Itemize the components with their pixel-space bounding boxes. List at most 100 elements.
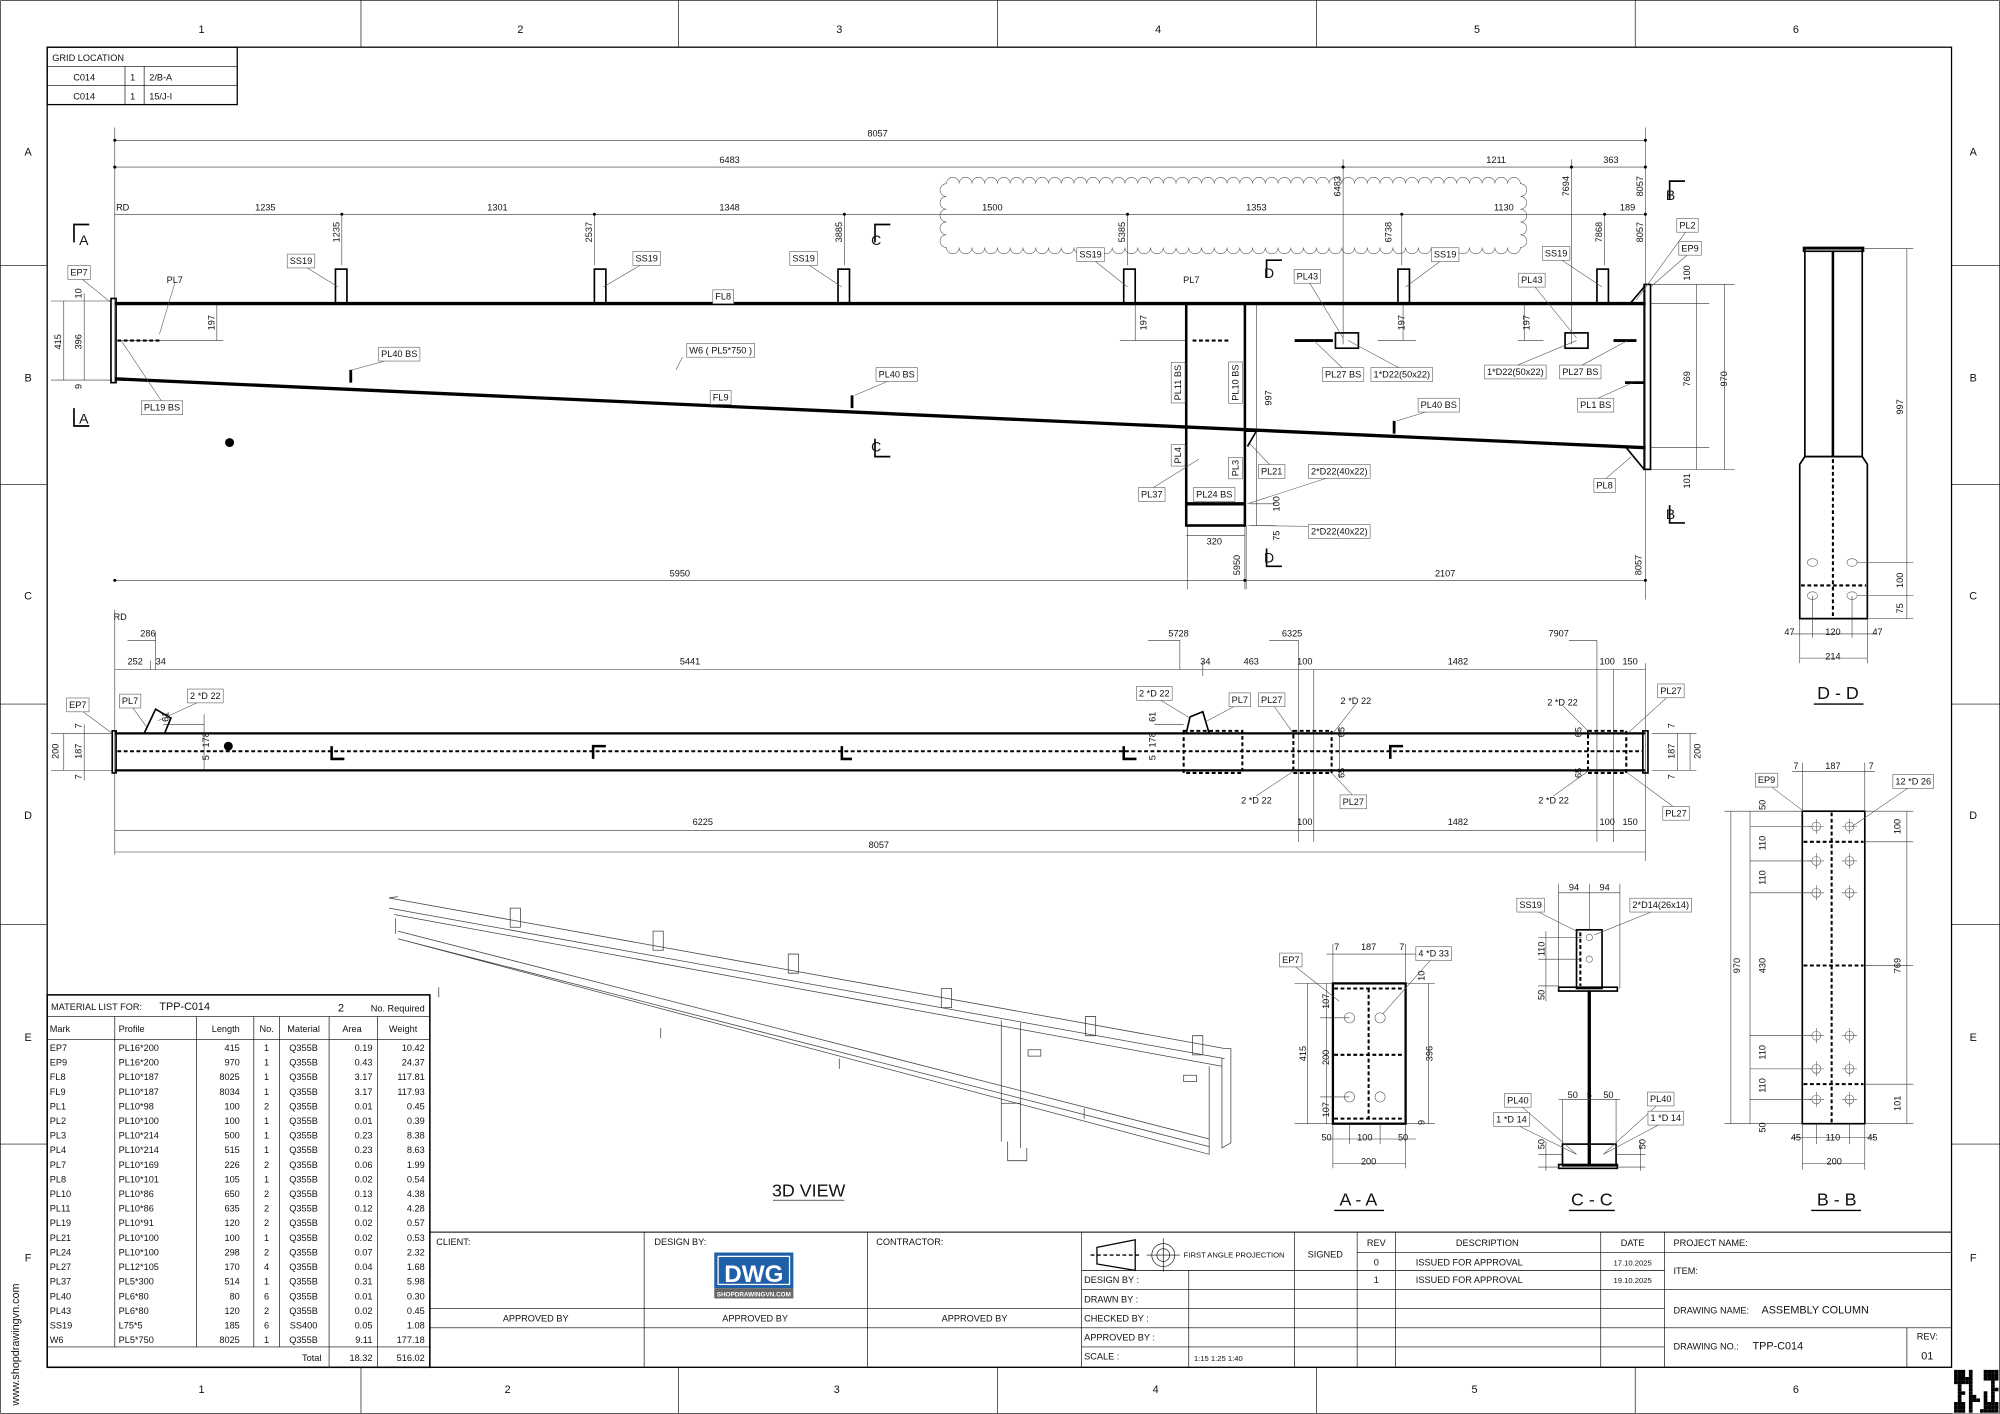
dim-text: 34: [1200, 657, 1210, 667]
material-cell: PL16*200: [119, 1043, 159, 1053]
grid-cell: 1: [130, 72, 135, 82]
row-label: B: [24, 372, 31, 384]
dim-text: 997: [1895, 399, 1905, 414]
callout-box: [686, 343, 755, 358]
material-cell: 185: [224, 1320, 239, 1330]
plan-view: RD 286 252 34 5441 34 463 100 1482 100 1…: [51, 609, 1702, 861]
dim-text: RD: [114, 612, 128, 622]
dim-text: 50: [1537, 990, 1547, 1000]
drawing-name-label: DRAWING NAME:: [1673, 1306, 1749, 1316]
material-cell: PL43: [50, 1306, 71, 1316]
callout-ss19: SS19: [635, 253, 657, 263]
revision-description: ISSUED FOR APPROVAL: [1416, 1257, 1523, 1267]
material-cell: 1: [264, 1145, 269, 1155]
dim-text: 150: [1622, 817, 1637, 827]
contractor-label: CONTRACTOR:: [876, 1237, 943, 1247]
section-marker-a: A: [79, 232, 89, 248]
material-cell: Q355B: [289, 1189, 318, 1199]
material-cell: PL10*214: [119, 1131, 159, 1141]
dim-text: 50: [1398, 1132, 1408, 1142]
dim-text: 1211: [1486, 155, 1506, 165]
material-cell: PL10*214: [119, 1145, 159, 1155]
material-cell: 5.98: [407, 1277, 425, 1287]
dim-text: 200: [1692, 744, 1702, 759]
material-cell: 1: [264, 1043, 269, 1053]
website-text[interactable]: www.shopdrawingvn.com: [10, 1283, 22, 1406]
col-label: 5: [1471, 1384, 1477, 1396]
dim-text: 187: [1825, 761, 1840, 771]
material-cell: PL10*91: [119, 1218, 154, 1228]
material-cell: SS19: [50, 1320, 72, 1330]
dim-text: 8057: [1635, 176, 1645, 196]
grid-location-title: GRID LOCATION: [52, 53, 124, 63]
dim-text: 1348: [719, 202, 739, 212]
material-cell: 635: [224, 1204, 239, 1214]
material-cell: L75*5: [119, 1320, 143, 1330]
dim-text: 110: [1757, 870, 1767, 885]
material-cell: FL8: [50, 1072, 66, 1082]
dim-text: 9: [74, 384, 84, 389]
material-cell: Q355B: [289, 1291, 318, 1301]
dim-text: 197: [1139, 315, 1149, 330]
material-cell: PL3: [50, 1131, 66, 1141]
dim-text: 8057: [1634, 555, 1644, 575]
col-label: 5: [1474, 24, 1480, 36]
col-label: 4: [1155, 24, 1161, 36]
dim-text: 50: [1537, 1139, 1547, 1149]
dim-text: 65: [1336, 727, 1346, 737]
item-label: ITEM:: [1673, 1266, 1697, 1276]
callout-box: [1138, 487, 1166, 502]
dim-text: 100: [1895, 573, 1905, 588]
callout-pl40bs: PL40 BS: [1421, 400, 1457, 410]
callout-box: [1542, 246, 1571, 261]
callout-box: [1170, 444, 1186, 467]
dim-text: 110: [1757, 836, 1767, 851]
material-cell: Q355B: [289, 1072, 318, 1082]
callout-box: [1493, 1112, 1530, 1127]
total-area: 18.32: [349, 1353, 372, 1363]
material-cell: Q355B: [289, 1101, 318, 1111]
signed-header: SIGNED: [1308, 1250, 1344, 1260]
scale-value: 1:15 1:25 1:40: [1194, 1354, 1243, 1363]
dim-text: 286: [140, 628, 155, 638]
callout-pl27: PL27: [1261, 695, 1282, 705]
callout-pl7: PL7: [1232, 695, 1248, 705]
dim-text: 187: [74, 744, 84, 759]
projection-label: FIRST ANGLE PROJECTION: [1184, 1251, 1285, 1260]
grid-cell: 15/J-I: [149, 91, 172, 101]
callout-d22: 2 *D 22: [1139, 688, 1170, 698]
dimension-ticks: [113, 138, 1647, 582]
callout-d22: 2 *D 22: [1538, 796, 1569, 806]
material-cell: Q355B: [289, 1116, 318, 1126]
col-label: 2: [505, 1384, 511, 1396]
material-cell: PL16*200: [119, 1058, 159, 1068]
callout-pl40bs: PL40 BS: [381, 349, 417, 359]
dim-text: 189: [1620, 202, 1635, 212]
dim-text: 970: [1719, 371, 1729, 386]
dim-text: 7694: [1561, 176, 1571, 196]
material-cell: 0.12: [355, 1204, 373, 1214]
material-cell: 1: [264, 1131, 269, 1141]
callout-box: [1415, 946, 1452, 961]
material-cell: 117.81: [397, 1072, 424, 1082]
callout-holes: 2*D14(26x14): [1632, 900, 1689, 910]
total-label: Total: [302, 1353, 321, 1363]
callout-box: [67, 265, 91, 280]
column-header: Weight: [389, 1024, 418, 1034]
callout-d22: 2 *D 22: [1547, 697, 1578, 707]
callout-d22-40: 2*D22(40x22): [1311, 466, 1368, 476]
material-cell: 298: [224, 1247, 239, 1257]
section-d-d: 997 100 75 47 120 47 214 D - D: [1784, 246, 1914, 705]
material-cell: 170: [224, 1262, 239, 1272]
callout-d14: 1 *D 14: [1496, 1114, 1527, 1124]
material-list-qty: 2: [338, 1002, 344, 1014]
dim-text: 5: [1587, 1090, 1592, 1100]
callout-pl11bs: PL11 BS: [1173, 365, 1183, 401]
callout-box: [1258, 464, 1286, 479]
material-cell: PL21: [50, 1233, 71, 1243]
row-label: C: [1969, 590, 1977, 602]
column-header: Mark: [50, 1024, 71, 1034]
